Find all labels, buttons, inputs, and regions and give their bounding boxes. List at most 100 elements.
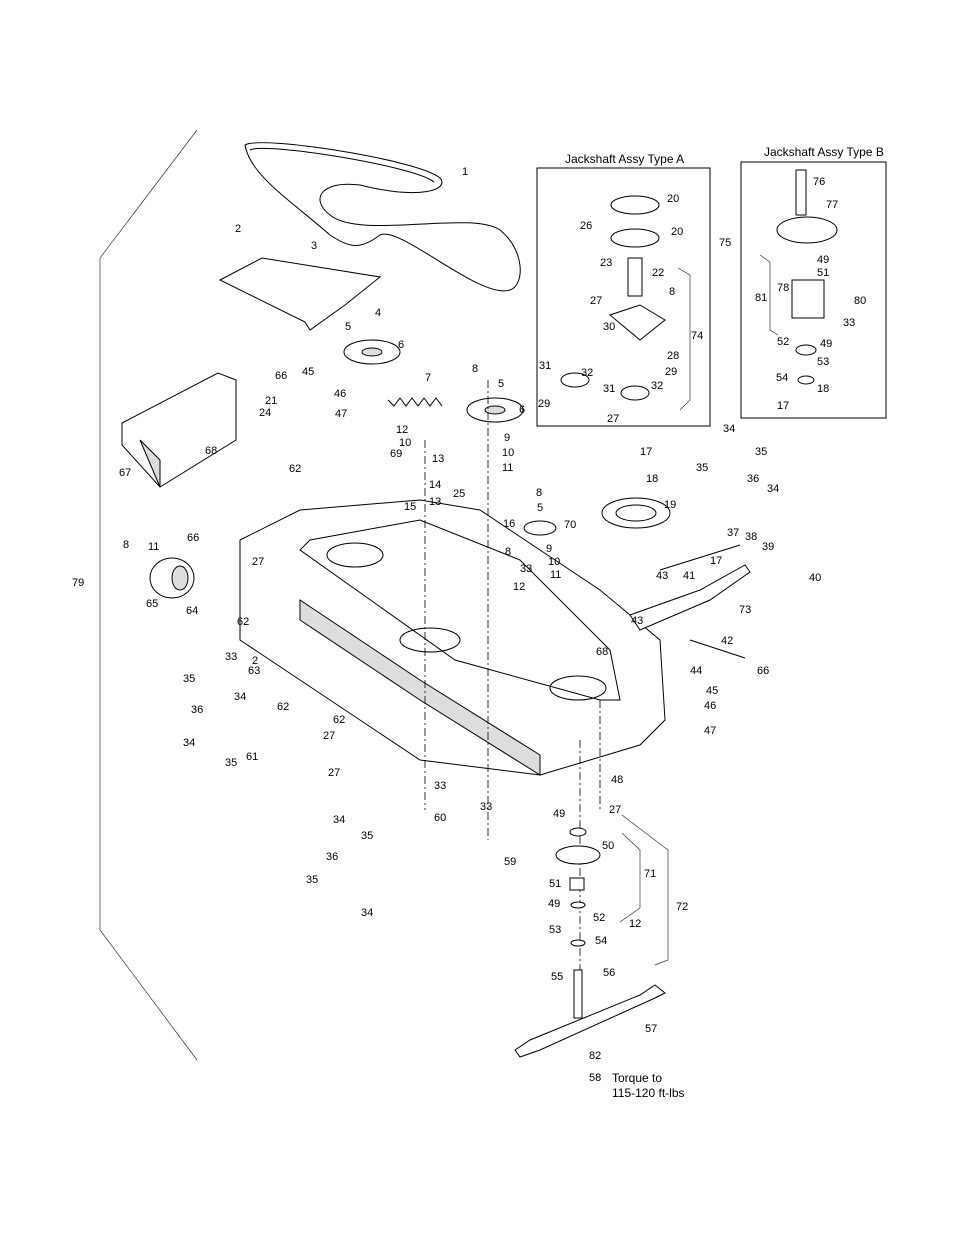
- callout-38: 74: [691, 330, 703, 342]
- belt-cover: [218, 257, 382, 331]
- callout-141: 35: [306, 874, 318, 886]
- callout-96: 48: [611, 774, 623, 786]
- callout-99: 11: [148, 541, 159, 553]
- callout-104: 79: [72, 577, 84, 589]
- callout-59: 54: [776, 372, 788, 384]
- callout-17: 68: [205, 445, 217, 457]
- callout-116: 27: [323, 730, 335, 742]
- callout-14: 5: [498, 378, 504, 390]
- callout-48: 77: [826, 199, 838, 211]
- spindle-assembly: [555, 827, 601, 1019]
- jackshaft-b-box: [740, 161, 887, 419]
- callout-81: 38: [745, 531, 757, 543]
- callout-50: 49: [817, 254, 829, 266]
- callout-93: 45: [706, 685, 718, 697]
- callout-64: 19: [664, 499, 676, 511]
- callout-111: 36: [191, 704, 203, 716]
- callout-127: 49: [548, 898, 560, 910]
- callout-76: 10: [548, 556, 560, 568]
- jackshaft-a-title: Jackshaft Assy Type A: [565, 152, 684, 166]
- callout-113: 35: [225, 757, 237, 769]
- callout-51: 51: [817, 267, 829, 279]
- callout-119: 33: [434, 780, 446, 792]
- callout-53: 78: [777, 282, 789, 294]
- callout-128: 52: [593, 912, 605, 924]
- callout-31: 26: [580, 220, 592, 232]
- pulley-70: [523, 520, 557, 536]
- callout-83: 17: [710, 555, 722, 567]
- callout-16: 67: [119, 467, 131, 479]
- callout-132: 72: [676, 901, 688, 913]
- mower-blade: [514, 984, 666, 1058]
- callout-24: 11: [502, 462, 513, 474]
- callout-89: 42: [721, 635, 733, 647]
- callout-115: 62: [333, 714, 345, 726]
- callout-67: 35: [696, 462, 708, 474]
- callout-47: 76: [813, 176, 825, 188]
- callout-20: 69: [390, 448, 402, 460]
- callout-114: 62: [277, 701, 289, 713]
- callout-63: 18: [646, 473, 658, 485]
- callout-131: 12: [629, 918, 641, 930]
- callout-56: 52: [777, 336, 789, 348]
- callout-43: 32: [651, 380, 663, 392]
- callout-40: 31: [539, 360, 551, 372]
- callout-92: 66: [757, 665, 769, 677]
- jackshaft-b-title: Jackshaft Assy Type B: [764, 145, 884, 159]
- callout-62: 17: [640, 446, 652, 458]
- callout-136: 82: [589, 1050, 601, 1062]
- callout-7: 46: [334, 388, 346, 400]
- drive-belt: [244, 142, 521, 292]
- callout-30: 20: [667, 193, 679, 205]
- torque-note-line1: Torque to: [612, 1071, 662, 1085]
- callout-137: 58: [589, 1072, 601, 1084]
- tension-spring: [387, 397, 443, 407]
- callout-120: 60: [434, 812, 446, 824]
- callout-79: 12: [513, 581, 525, 593]
- callout-25: 62: [289, 463, 301, 475]
- callout-108: 2: [252, 655, 258, 667]
- callout-110: 34: [234, 691, 246, 703]
- callout-84: 41: [683, 570, 695, 582]
- callout-13: 8: [472, 363, 478, 375]
- callout-88: 43: [631, 615, 643, 627]
- callout-69: 34: [767, 483, 779, 495]
- callout-97: 27: [609, 804, 621, 816]
- callout-125: 71: [644, 868, 656, 880]
- callout-29: 15: [404, 501, 416, 513]
- callout-5: 6: [398, 339, 404, 351]
- callout-124: 50: [602, 840, 614, 852]
- callout-98: 8: [123, 539, 129, 551]
- callout-103: 64: [186, 605, 198, 617]
- callout-130: 54: [595, 935, 607, 947]
- callout-86: 43: [656, 570, 668, 582]
- callout-27: 25: [453, 488, 465, 500]
- callout-46: 27: [607, 413, 619, 425]
- callout-100: 66: [187, 532, 199, 544]
- callout-122: 59: [504, 856, 516, 868]
- callout-9: 66: [275, 370, 287, 382]
- callout-121: 33: [480, 801, 492, 813]
- callout-11: 24: [259, 407, 271, 419]
- callout-2: 3: [311, 240, 317, 252]
- callout-45: 29: [538, 398, 550, 410]
- callout-55: 33: [843, 317, 855, 329]
- idler-pulley-2: [466, 397, 524, 423]
- torque-note-line2: 115-120 ft-lbs: [612, 1086, 685, 1100]
- callout-26: 14: [429, 479, 441, 491]
- callout-8: 47: [335, 408, 347, 420]
- callout-21: 13: [432, 453, 444, 465]
- callout-41: 32: [581, 367, 593, 379]
- callout-58: 53: [817, 356, 829, 368]
- callout-36: 8: [669, 286, 675, 298]
- callout-75: 9: [546, 543, 552, 555]
- callout-23: 10: [502, 447, 514, 459]
- callout-42: 29: [665, 366, 677, 378]
- callout-91: 44: [690, 665, 702, 677]
- callout-107: 63: [248, 665, 260, 677]
- callout-73: 16: [503, 518, 515, 530]
- callout-52: 81: [755, 292, 767, 304]
- callout-82: 39: [762, 541, 774, 553]
- callout-77: 33: [520, 563, 532, 575]
- callout-35: 27: [590, 295, 602, 307]
